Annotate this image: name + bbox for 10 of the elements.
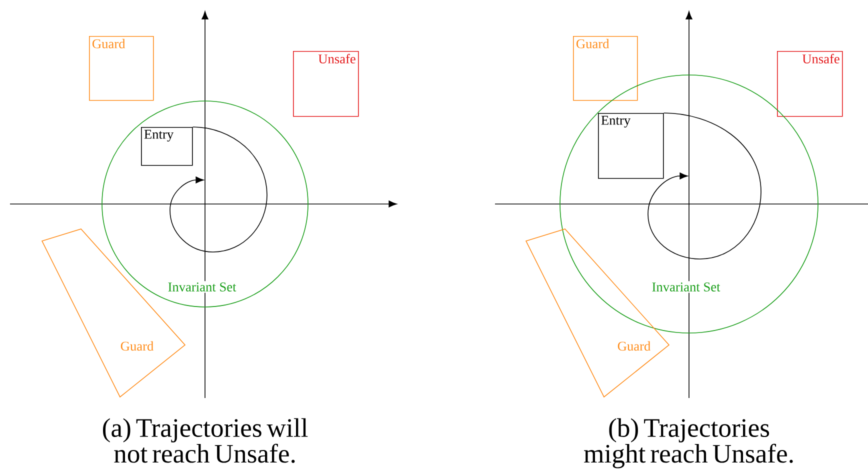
trajectory-arrow (648, 112, 762, 260)
caption: (a) Trajectories will not reach Unsafe. (103, 418, 308, 463)
unsafe-box: Unsafe (293, 51, 359, 117)
caption: (b) Trajectories might reach Unsafe. (584, 418, 793, 468)
unsafe-box: Unsafe (777, 51, 843, 117)
entry-box: Entry (598, 113, 664, 179)
entry-box: Entry (141, 127, 193, 166)
guard-box: Guard (573, 36, 638, 101)
guard-box: Guard (89, 36, 154, 101)
trajectory-arrow (170, 126, 268, 252)
